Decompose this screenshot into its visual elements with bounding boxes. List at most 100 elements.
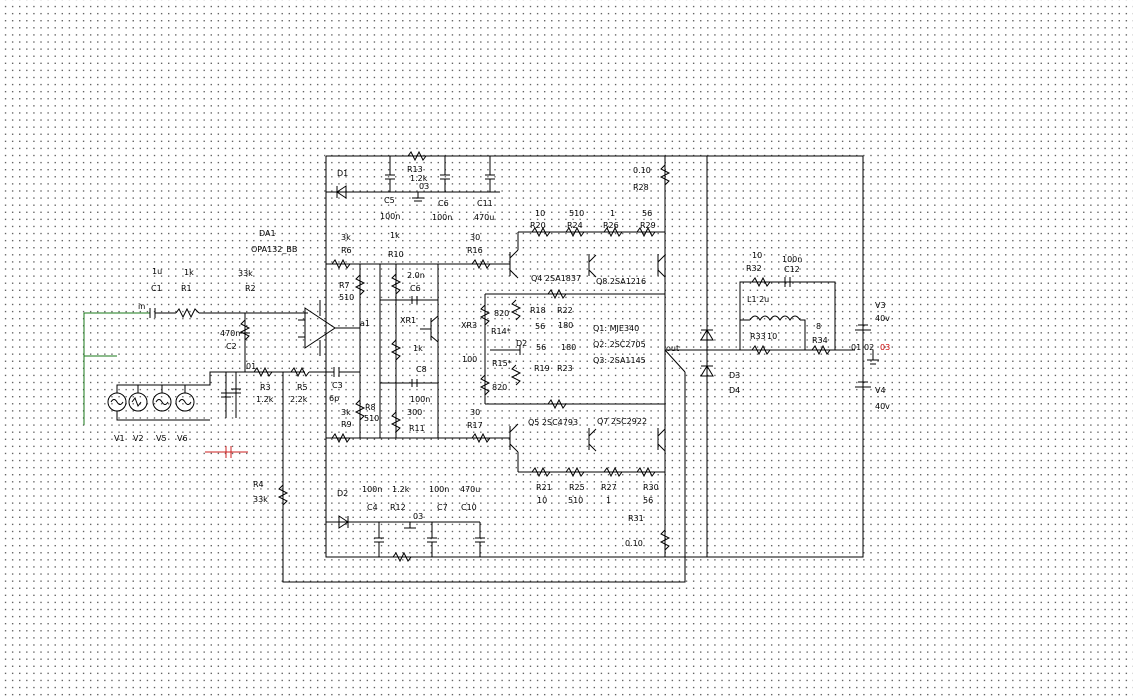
label-r25-ref: R25 [569,483,585,492]
label-r3-val: 1.2k [256,395,274,404]
label-r14-ref: R14* [491,327,511,336]
label-node-03-right: 03 [880,343,890,352]
label-d1-ref: D1 [337,169,348,178]
label-r30-val: 56 [643,496,653,505]
label-c7-ref: C7 [437,503,448,512]
opamp-da1[interactable] [298,300,360,356]
label-r28-ref: R28 [633,183,649,192]
label-c6b-ref: C6 [410,284,421,293]
label-c11-val: 470u [474,213,494,222]
label-r11-val: 300 [407,408,422,417]
component-labels: DA1 OPA132_BB 1u C1 1k R1 33k R2 in 470n… [114,165,890,548]
label-r5-val: 2.2k [290,395,308,404]
label-out-node: out [666,344,679,353]
power-rails [325,155,864,558]
label-r21-ref: R21 [536,483,552,492]
label-r27-val: 1 [606,496,611,505]
label-r29-ref: R29 [640,221,656,230]
label-node-01-right: 01 [851,343,861,352]
label-r26-ref: R26 [603,221,619,230]
label-c8-ref: C8 [416,365,427,374]
label-da1-ref: DA1 [259,229,276,238]
label-node-02-right: 02 [864,343,874,352]
label-r28-val: 0.10 [633,166,651,175]
label-r16-ref: R16 [467,246,483,255]
label-q7: Q7 2SC2922 [597,417,647,426]
label-v1: V1 [114,434,125,443]
label-q1: Q1: MJE340 [593,324,639,333]
label-c6-ref: C6 [438,199,449,208]
label-v3-val: 40v [875,314,890,323]
label-d3-ref: D3 [729,371,740,380]
label-r20-val: 10 [535,209,545,218]
label-r22-val: 56 [535,322,545,331]
label-r13-ref: R13 [407,165,423,174]
label-r14-val: 56 [536,343,546,352]
label-r15-ref: R15* [492,359,512,368]
label-c7-val: 100n [429,485,449,494]
label-r21-val: 10 [537,496,547,505]
label-r1-val: 1k [184,268,194,277]
label-r27-ref: R27 [601,483,617,492]
label-xr1-ref: XR1 [400,316,416,325]
label-r33-ref: R33 [750,332,766,341]
label-r19-ref: R19 [534,364,550,373]
label-r3-ref: R3 [260,383,271,392]
label-da1-model: OPA132_BB [251,245,297,254]
label-c10-ref: C10 [461,503,477,512]
label-r20-ref: R20 [530,221,546,230]
label-c3-ref: C3 [332,381,343,390]
label-r33-val: 10 [767,332,777,341]
label-r18-val: 820 [494,309,509,318]
label-r23-ref: R23 [557,364,573,373]
output-network [739,276,879,388]
label-r17-ref: R17 [467,421,483,430]
label-c2-ref: C2 [226,342,237,351]
label-r9-val: 3k [341,408,351,417]
label-c4-val: 100n [362,485,382,494]
bottom-supply-filter [326,515,485,563]
output-stage [470,164,686,551]
label-q3: Q3: 2SA1145 [593,356,646,365]
label-r17-val: 30 [470,408,480,417]
label-r31-val: 0.10 [625,539,643,548]
label-v5: V5 [156,434,167,443]
label-r12-val: 1.2k [392,485,410,494]
label-r4-val: 33k [253,495,268,504]
input-section [83,307,686,583]
label-q5: Q5 2SC4793 [528,418,578,427]
label-v3-ref: V3 [875,301,886,310]
label-d2-ref: D2 [337,489,348,498]
label-r29-val: 56 [642,209,652,218]
label-r15-val: 100 [462,355,477,364]
label-v4-ref: V4 [875,386,886,395]
label-r32-val: 10 [752,251,762,260]
label-r1-ref: R1 [181,284,192,293]
label-r11-ref: R11 [409,424,425,433]
label-r6-ref: R6 [341,246,352,255]
label-c5-ref: C5 [384,196,395,205]
label-c6b-val: 2.0n [407,271,425,280]
label-r7-val: 510 [339,293,354,302]
clamp-diodes [665,329,855,377]
label-r9-ref: R9 [341,420,352,429]
label-r13-val: 1.2k [410,174,428,183]
label-r30-ref: R30 [643,483,659,492]
label-r5-ref: R5 [297,383,308,392]
label-r820b: 820 [492,383,507,392]
label-r7-ref: R7 [339,281,350,290]
label-r34-ref: R34 [812,336,828,345]
label-c6-val: 100n [432,213,452,222]
label-c1-val: 1u [152,267,162,276]
label-node-01-left: 01 [246,362,256,371]
label-r6-val: 3k [341,233,351,242]
label-node-03-bot: 03 [413,512,423,521]
label-q8: Q8 2SA1216 [596,277,646,286]
label-in-node: in [138,302,145,311]
label-d4-ref: D4 [729,386,740,395]
label-q4: Q4 2SA1837 [531,274,581,283]
label-r31-ref: R31 [628,514,644,523]
label-r8-ref: R8 [365,403,376,412]
